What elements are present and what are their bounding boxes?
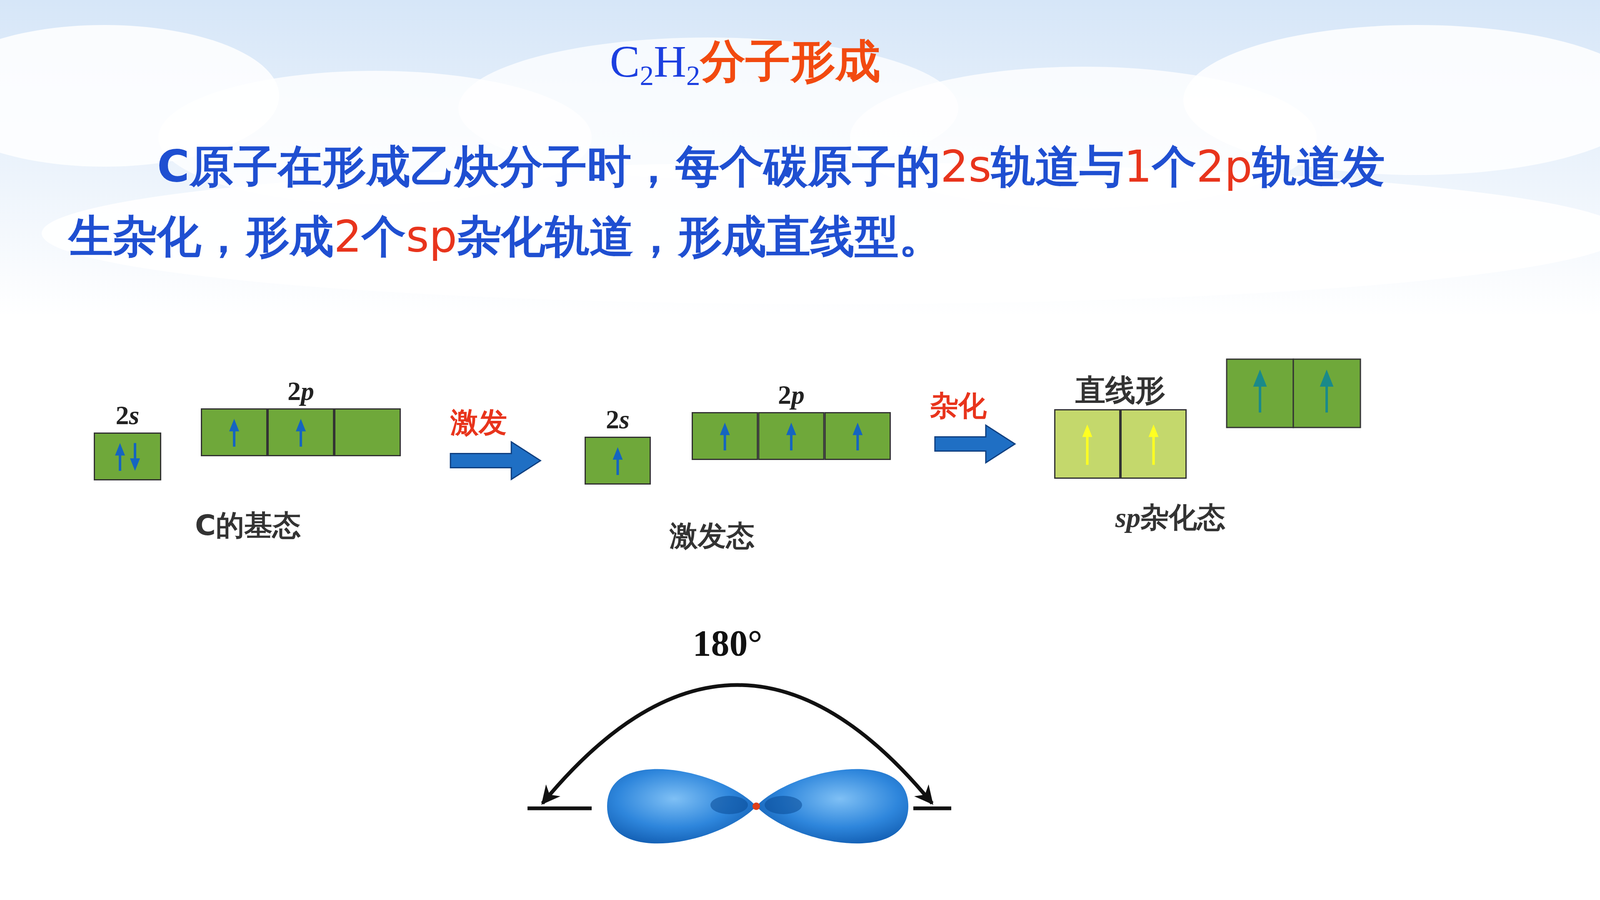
- orbital-heading: 2s: [605, 405, 630, 435]
- text-run: sp: [405, 210, 458, 263]
- orbital-box: 2p: [691, 412, 891, 460]
- orbital-cells: [1054, 409, 1187, 479]
- orbital-cells: [691, 412, 891, 460]
- orbital-box: 2s: [584, 436, 651, 485]
- text-run: 2: [940, 140, 969, 193]
- text-run: H: [653, 36, 687, 87]
- block-arrow: [450, 442, 541, 480]
- electron-arrow-head: [612, 447, 623, 460]
- electron-arrow-head: [852, 422, 863, 435]
- orbital-cell: [1121, 410, 1187, 479]
- body-paragraph: C原子在形成乙炔分子时，每个碳原子的2s轨道与1个2p轨道发生杂化，形成2个sp…: [68, 131, 1423, 272]
- text-run: 2: [686, 60, 700, 91]
- electron-arrow-head: [130, 458, 140, 471]
- orbital-cells: [93, 432, 162, 481]
- orbital-cells: [584, 436, 651, 485]
- orbital-cell: [268, 409, 334, 456]
- block-arrow: [935, 425, 1015, 463]
- sp-orbital-figure: [527, 685, 952, 844]
- orbital-heading: 2p: [287, 376, 315, 406]
- text-run: 2: [115, 400, 130, 430]
- orbital-cell: [692, 412, 758, 460]
- text-run: C原子在形成乙炔分子时，每个碳原子的: [157, 140, 941, 193]
- text-run: 杂化态: [1140, 500, 1226, 534]
- right-p-orbital-box: [1226, 359, 1361, 428]
- electron-arrow-head: [295, 418, 306, 432]
- text-run: C: [609, 36, 640, 87]
- text-run: p: [300, 376, 315, 406]
- electron-arrow-head: [229, 418, 240, 432]
- orbital-heading: 直线形: [1075, 373, 1166, 407]
- text-run: p: [791, 380, 805, 410]
- cloud-background: [0, 0, 1600, 317]
- electron-arrow-head: [786, 422, 797, 435]
- text-run: s: [968, 140, 992, 193]
- state-caption: sp杂化态: [1115, 498, 1226, 537]
- text-run: 分子形成: [700, 35, 881, 88]
- text-run: 个: [361, 210, 406, 263]
- orbital-cell: [1055, 410, 1120, 479]
- text-run: 轨道与: [991, 140, 1124, 193]
- text-run: 2: [287, 376, 301, 406]
- text-run: 2: [1196, 140, 1225, 193]
- orbital-cell: [758, 412, 824, 460]
- orbital-cell: [94, 433, 161, 480]
- text-run: 2: [777, 380, 792, 410]
- orbital-box: 2p: [200, 408, 401, 457]
- orbital-heading: 2p: [777, 380, 805, 410]
- orbital-cell: [825, 412, 890, 460]
- electron-arrow-head: [1148, 424, 1159, 438]
- electron-arrow: [1152, 433, 1155, 465]
- text-run: sp: [1115, 501, 1141, 534]
- text-run: s: [619, 404, 630, 435]
- orbital-heading: 2s: [115, 400, 140, 430]
- text-run: 2: [640, 60, 654, 91]
- arrow-label: 激发: [450, 403, 508, 442]
- orbital-box: 2s: [93, 432, 162, 481]
- text-run: 2: [605, 404, 620, 435]
- electron-arrow: [1086, 433, 1089, 465]
- state-caption: 激发态: [669, 517, 755, 555]
- angle-label: 180°: [692, 622, 763, 665]
- text-run: 2: [333, 210, 362, 263]
- state-caption: C的基态: [195, 506, 301, 545]
- text-run: 杂化轨道，形成直线型。: [457, 210, 943, 263]
- orbital-cell: [201, 409, 268, 456]
- orbital-box: 直线形: [1054, 409, 1187, 479]
- text-run: 1: [1123, 140, 1152, 193]
- text-run: s: [129, 400, 140, 430]
- electron-arrow-head: [1082, 424, 1093, 438]
- arrow-label: 杂化: [930, 386, 987, 425]
- electron-arrow-head: [720, 422, 730, 435]
- text-run: p: [1224, 140, 1253, 193]
- orbital-cell: [335, 409, 401, 456]
- slide-title: C2H2分子形成: [609, 34, 880, 93]
- orbital-cells: [200, 408, 401, 457]
- orbital-cell: [585, 437, 651, 485]
- text-run: 个: [1152, 140, 1197, 193]
- electron-arrow-head: [115, 442, 125, 456]
